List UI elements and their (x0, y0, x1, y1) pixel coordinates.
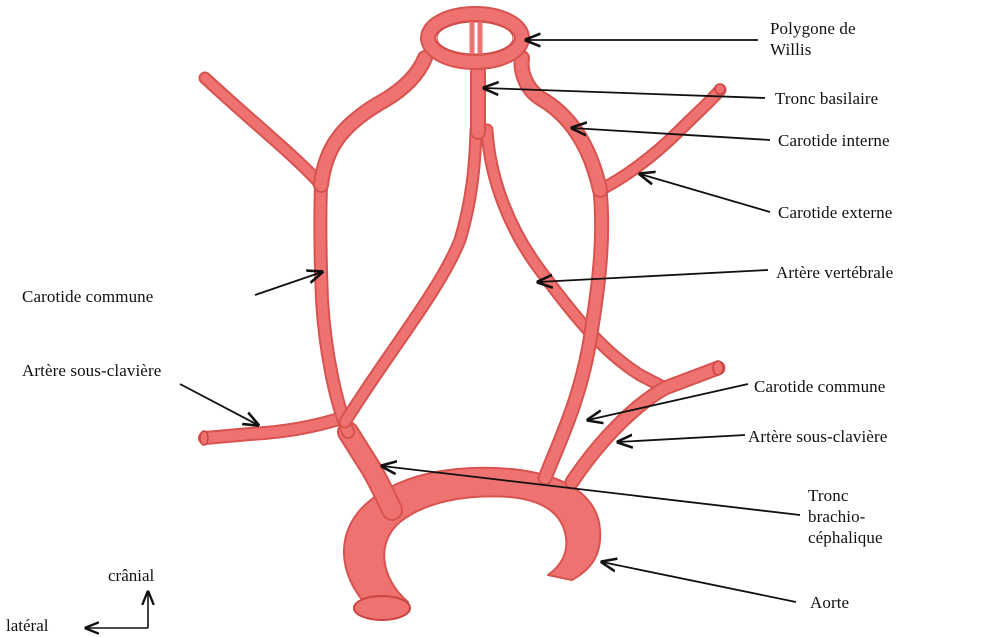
label-tronc-basilaire: Tronc basilaire (775, 88, 878, 109)
arrow-artere-sous-claviere-left (180, 384, 258, 425)
vessel-group (200, 14, 725, 620)
label-polygone-willis-line1: Polygone de (770, 18, 856, 39)
artere-vertebrale-left (345, 130, 476, 422)
label-carotide-commune-left: Carotide commune (22, 286, 153, 307)
aorte-end (354, 596, 410, 620)
label-tronc-brachio-line3: céphalique (808, 527, 883, 548)
label-carotide-interne: Carotide interne (778, 130, 890, 151)
carotide-interne-right (522, 58, 600, 190)
label-polygone-willis: Polygone de Willis (770, 18, 856, 60)
artere-sous-claviere-right (572, 368, 718, 482)
label-artere-sous-claviere-right: Artère sous-clavière (748, 426, 887, 447)
label-polygone-willis-line2: Willis (770, 39, 856, 60)
label-lateral: latéral (6, 616, 48, 636)
label-carotide-commune-right: Carotide commune (754, 376, 885, 397)
label-tronc-brachio: Tronc brachio- céphalique (808, 485, 883, 548)
arrow-artere-sous-claviere-right (618, 435, 745, 442)
arrow-aorte (602, 562, 796, 602)
arrow-carotide-commune-left (255, 272, 322, 295)
label-cranial: crânial (108, 566, 154, 586)
arrow-artere-vertebrale (538, 270, 768, 282)
label-artere-vertebrale: Artère vertébrale (776, 262, 893, 283)
orientation-axes (86, 592, 148, 628)
label-aorte: Aorte (810, 592, 849, 613)
arrow-carotide-externe (640, 174, 770, 212)
label-tronc-brachio-line1: Tronc (808, 485, 883, 506)
label-carotide-externe: Carotide externe (778, 202, 892, 223)
label-artere-sous-claviere-left: Artère sous-clavière (22, 360, 161, 381)
label-tronc-brachio-line2: brachio- (808, 506, 883, 527)
